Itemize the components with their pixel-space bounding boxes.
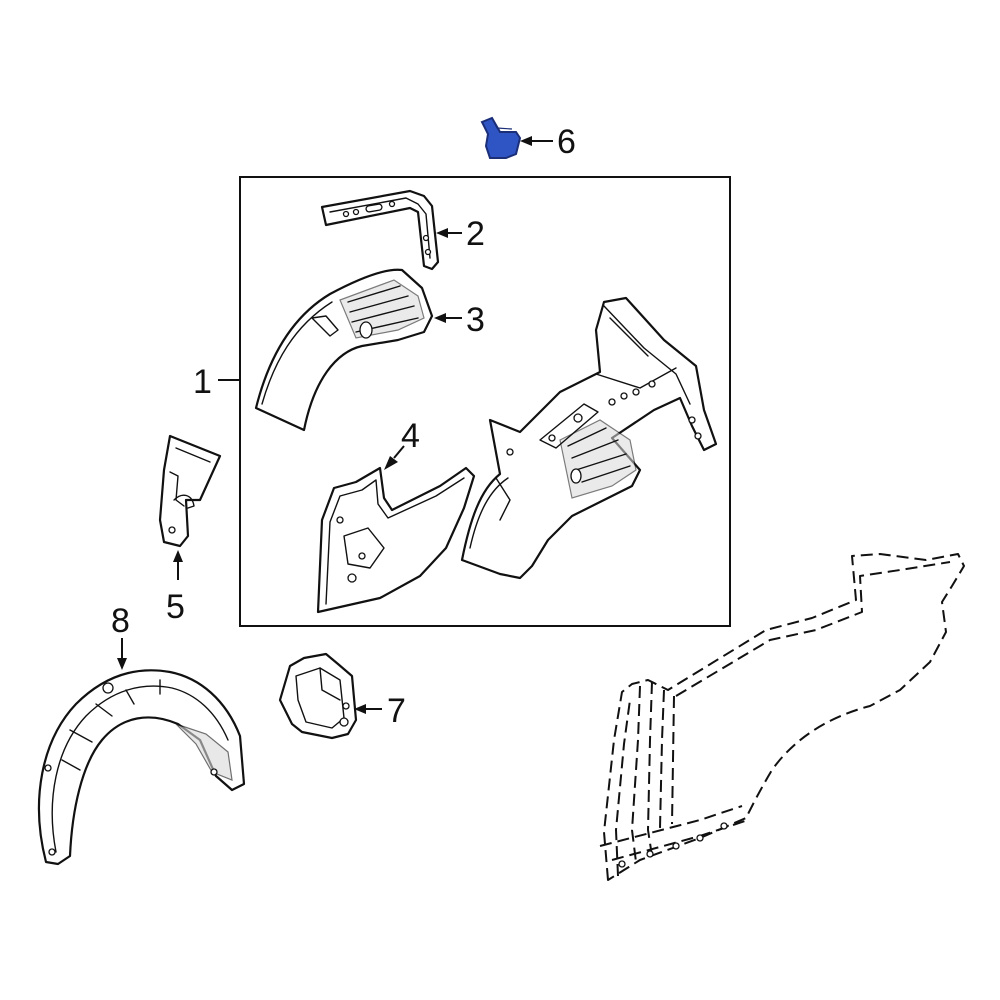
callout-1: 1: [193, 363, 212, 401]
callout-4: 4: [401, 417, 420, 455]
arrow-8: [117, 658, 127, 670]
part-1-inner-quarter-panel[interactable]: [460, 296, 718, 580]
quarter-panel-outline: [599, 553, 965, 881]
callout-6: 6: [557, 123, 576, 161]
part-5-bracket[interactable]: [158, 434, 222, 548]
leader-4: [393, 445, 405, 459]
arrow-2: [436, 228, 448, 238]
part-6-highlighted-bracket[interactable]: [480, 116, 522, 159]
callout-7: 7: [387, 692, 406, 730]
assembly-frame: [239, 176, 731, 627]
arrow-4: [384, 456, 398, 470]
arrow-3: [434, 313, 446, 323]
part-2-bracket[interactable]: [320, 189, 440, 271]
part-4-inner-panel[interactable]: [316, 466, 476, 614]
arrow-6: [520, 136, 532, 146]
arrow-5: [173, 550, 183, 562]
callout-2: 2: [466, 215, 485, 253]
arrow-7: [354, 704, 366, 714]
callout-5: 5: [166, 588, 185, 626]
callout-8: 8: [111, 602, 130, 640]
callout-3: 3: [466, 301, 485, 339]
part-8-wheelhouse-liner[interactable]: [37, 669, 246, 866]
part-3-wheelhouse-arch[interactable]: [254, 268, 434, 432]
part-7-reinforcement[interactable]: [278, 652, 358, 740]
